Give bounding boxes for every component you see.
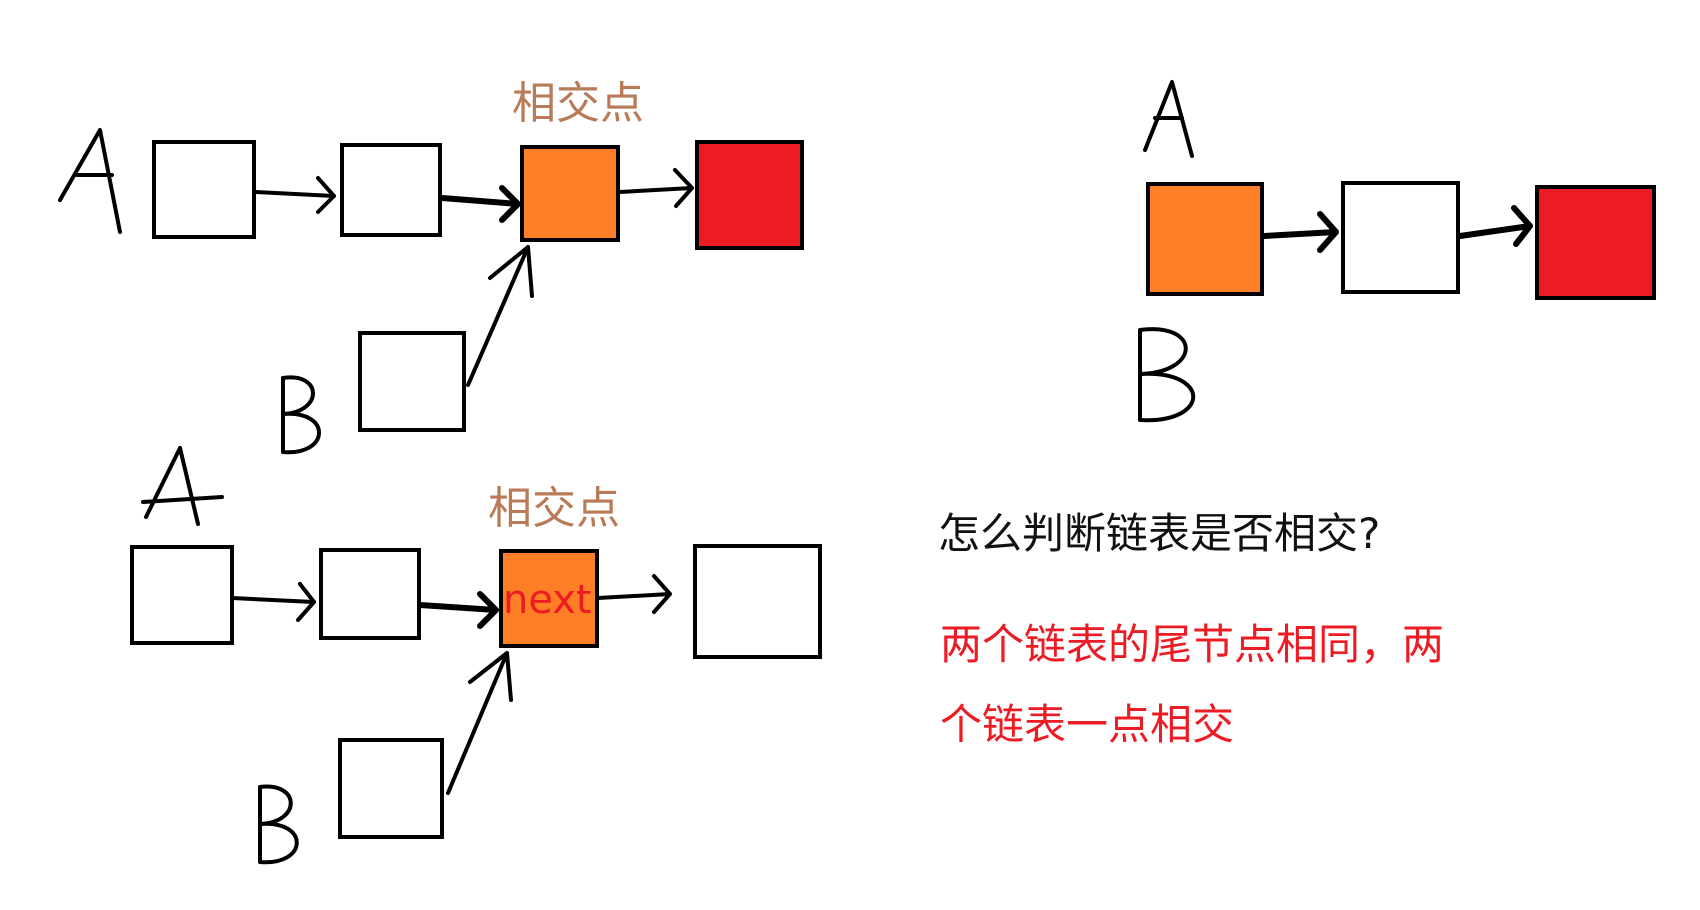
top-left-list-b-label (281, 375, 321, 455)
top-left-intersection-label: 相交点 (512, 78, 644, 129)
right-list-a-label (1143, 80, 1194, 158)
top-left-tail-node (695, 140, 804, 250)
top-left-arrow-b (466, 245, 534, 387)
bottom-left-arrow-3 (596, 574, 672, 614)
bottom-left-arrow-b (446, 651, 513, 795)
bottom-left-intersection-node (499, 549, 599, 648)
top-left-diagram: A (58, 128, 804, 455)
bottom-left-node-2 (319, 548, 421, 640)
right-tail-node (1535, 185, 1656, 300)
top-left-arrow-1 (254, 176, 336, 214)
answer-text: 两个链表的尾节点相同，两 个链表一点相交 (940, 605, 1580, 765)
bottom-left-intersection-label: 相交点 (488, 483, 620, 534)
right-arrow-2 (1457, 205, 1533, 247)
answer-line-2: 个链表一点相交 (940, 700, 1235, 749)
top-left-arrow-3 (618, 168, 694, 208)
right-node-2 (1341, 181, 1460, 294)
answer-line-1: 两个链表的尾节点相同，两 (940, 620, 1445, 669)
bottom-left-tail-node (693, 544, 822, 659)
right-list-b-label (1138, 327, 1196, 423)
bottom-left-node-1 (130, 545, 234, 645)
next-field-label: next (503, 577, 592, 623)
bottom-left-arrow-2 (417, 591, 499, 629)
top-left-arrow-2 (439, 185, 521, 223)
bottom-left-list-b-label (258, 784, 299, 865)
top-left-list-b-node (358, 331, 466, 432)
bottom-left-arrow-1 (230, 582, 316, 622)
top-left-intersection-node (520, 145, 620, 242)
question-text: 怎么判断链表是否相交? (938, 509, 1381, 558)
right-arrow-1 (1261, 211, 1339, 253)
bottom-left-diagram (130, 446, 822, 865)
right-diagram (1138, 80, 1656, 423)
top-left-list-a-label: A (58, 128, 122, 234)
top-left-node-2 (340, 143, 442, 237)
bottom-left-list-a-label (141, 446, 224, 526)
bottom-left-list-b-node (338, 738, 444, 839)
right-intersection-node (1146, 182, 1264, 296)
top-left-node-1 (152, 140, 256, 239)
